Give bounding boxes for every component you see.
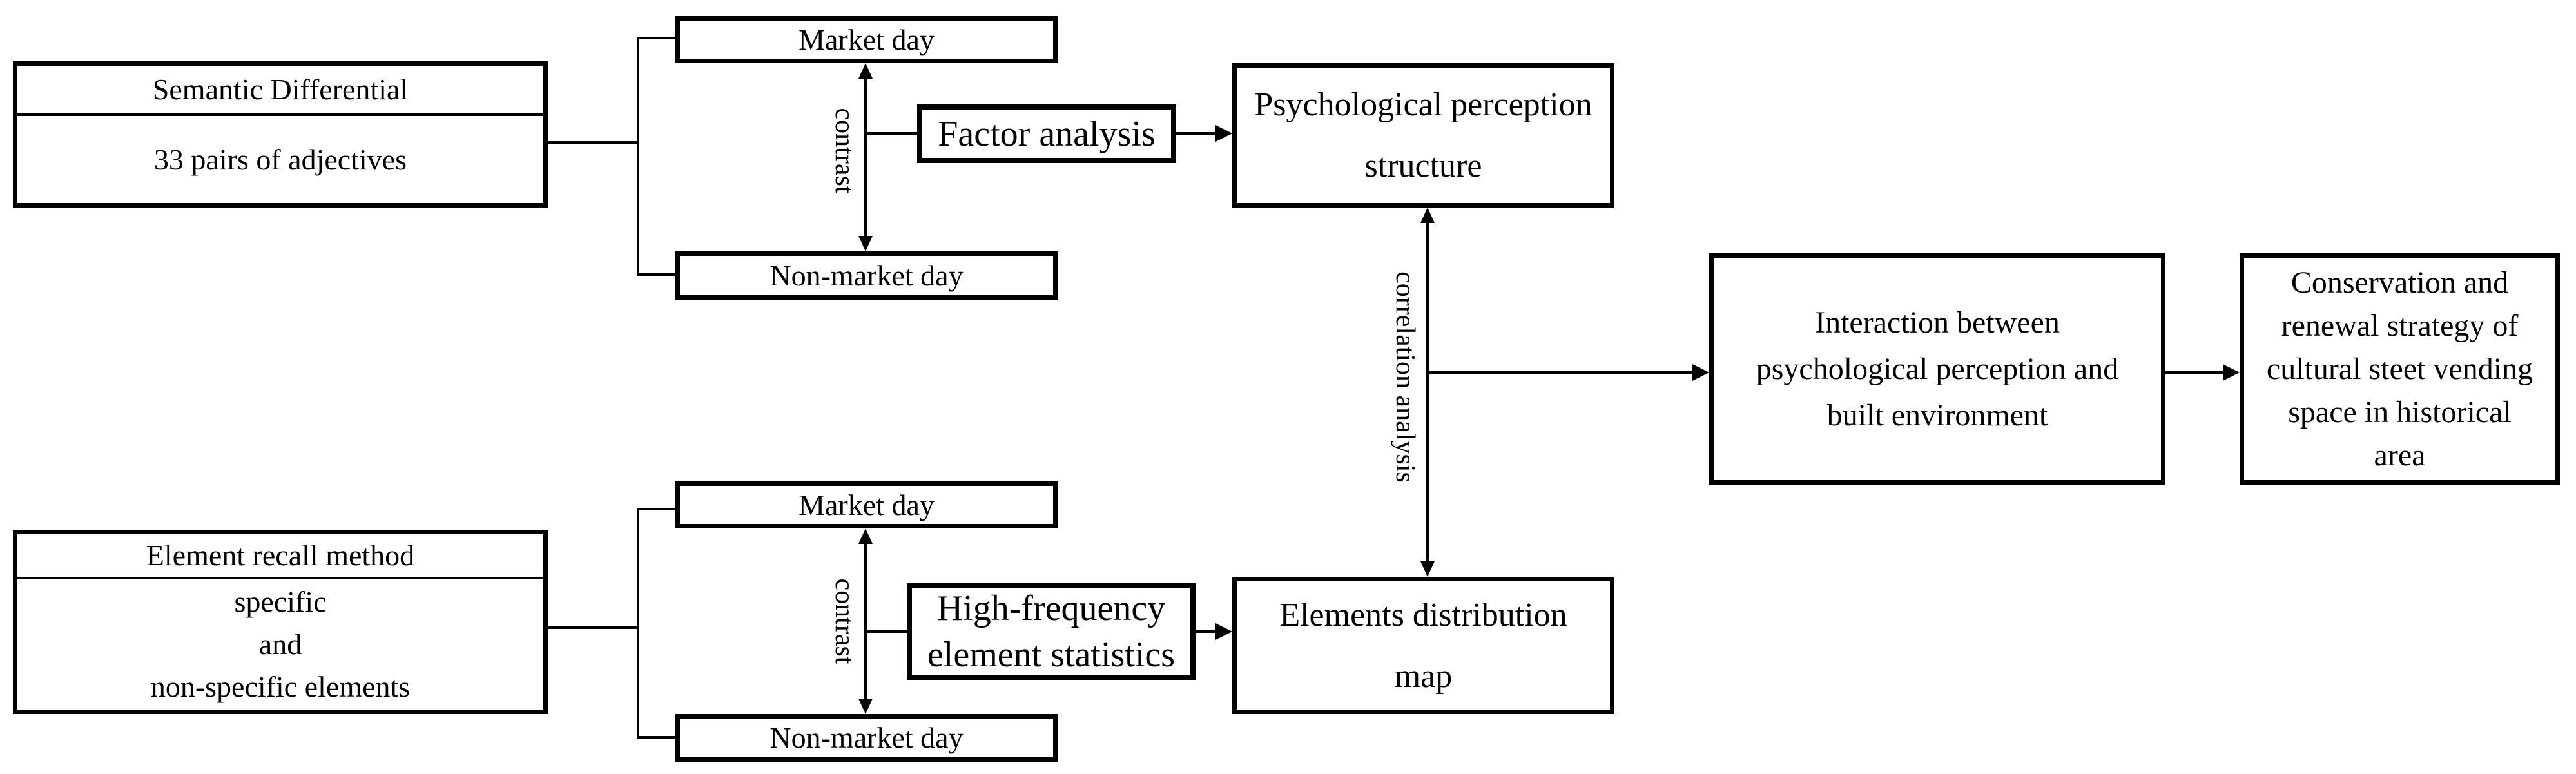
node-non-market-day-bottom: Non-market day [675,714,1058,762]
conservation-line: cultural steet vending [2266,352,2533,386]
connector-correlation-to-interaction [1428,371,1695,374]
node-factor-analysis: Factor analysis [917,104,1176,163]
node-psychological-perception: Psychological perception structure [1232,63,1614,208]
connector-highfrequency-to-elements [1196,630,1218,633]
node-high-frequency-statistics: High-frequency element statistics [907,583,1196,680]
edge-label-correlation: correlation analysis [1390,271,1420,483]
edge-label-contrast-bottom: contrast [829,578,859,664]
contrast-arrow-bottom-line [864,533,867,710]
semantic-differential-subtitle: 33 pairs of adjectives [153,142,407,176]
arrowhead-up-contrast-top [858,63,873,79]
interaction-line: psychological perception and [1756,351,2119,386]
element-recall-line: specific [234,585,327,618]
arrowhead-right-psychological [1215,125,1232,142]
connector-semantic-to-bracket [548,141,639,144]
interaction-line: Interaction between [1815,305,2060,340]
node-interaction: Interaction between psychological percep… [1709,253,2165,485]
conservation-line: renewal strategy of [2281,309,2519,343]
semantic-differential-title: Semantic Differential [17,66,543,116]
element-recall-title: Element recall method [17,534,543,579]
contrast-arrow-top-line [864,68,867,247]
arrowhead-down-correlation [1420,561,1435,577]
conservation-line: space in historical [2288,395,2512,429]
connector-contrast-to-highfrequency [866,630,907,633]
node-element-recall: Element recall method specific and non-s… [13,530,548,714]
bracket-top-vertical [637,37,639,276]
correlation-arrow-line [1426,212,1429,572]
node-semantic-differential: Semantic Differential 33 pairs of adject… [13,61,548,208]
arrowhead-right-elements [1215,623,1232,640]
elements-distribution-line: map [1394,657,1453,695]
arrowhead-down-contrast-top [858,236,873,251]
bracket-bottom-upper-stub [637,508,675,510]
element-recall-body: specific and non-specific elements [17,579,543,710]
node-conservation: Conservation and renewal strategy of cul… [2240,253,2560,485]
conservation-line: area [2374,438,2426,472]
element-recall-line: non-specific elements [150,670,411,703]
element-recall-line: and [258,628,302,661]
node-non-market-day-top: Non-market day [675,251,1058,300]
connector-recall-to-bracket [548,626,639,629]
arrowhead-down-contrast-bottom [858,699,873,714]
arrowhead-up-correlation [1420,208,1435,223]
arrowhead-right-interaction [1692,364,1709,381]
arrowhead-right-conservation [2223,364,2240,381]
elements-distribution-line: Elements distribution [1279,596,1567,634]
connector-factor-to-psychological [1176,132,1218,135]
bracket-top-lower-stub [637,273,675,276]
bracket-bottom-lower-stub [637,736,675,739]
node-elements-distribution: Elements distribution map [1232,577,1614,714]
psychological-perception-line: Psychological perception [1254,86,1593,123]
high-frequency-line: High-frequency [936,588,1166,628]
bracket-bottom-vertical [637,508,639,739]
psychological-perception-line: structure [1364,148,1482,184]
arrowhead-up-contrast-bottom [858,528,873,544]
high-frequency-line: element statistics [927,635,1176,675]
bracket-top-upper-stub [637,37,675,39]
interaction-line: built environment [1826,398,2048,432]
conservation-line: Conservation and [2290,266,2509,300]
node-market-day-top: Market day [675,16,1058,63]
connector-contrast-to-factor [866,132,917,135]
edge-label-contrast-top: contrast [829,108,859,194]
node-market-day-bottom: Market day [675,481,1058,528]
connector-interaction-to-conservation [2165,371,2225,374]
